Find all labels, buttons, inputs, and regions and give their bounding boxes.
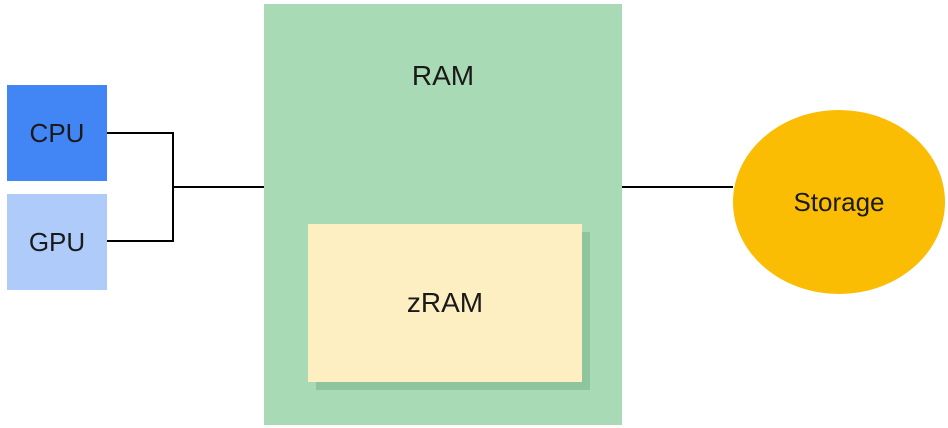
storage-circle: Storage xyxy=(733,110,945,294)
ram-label: RAM xyxy=(411,60,475,91)
storage-label: Storage xyxy=(793,186,885,217)
zram-label: zRAM xyxy=(406,287,484,318)
cpu-connector xyxy=(107,132,174,187)
gpu-box: GPU xyxy=(7,194,107,290)
cpu-box: CPU xyxy=(7,85,107,181)
cpu-label: CPU xyxy=(29,117,85,148)
gpu-label: GPU xyxy=(28,226,86,257)
gpu-connector xyxy=(107,187,174,242)
zram-box: zRAM xyxy=(308,224,582,382)
